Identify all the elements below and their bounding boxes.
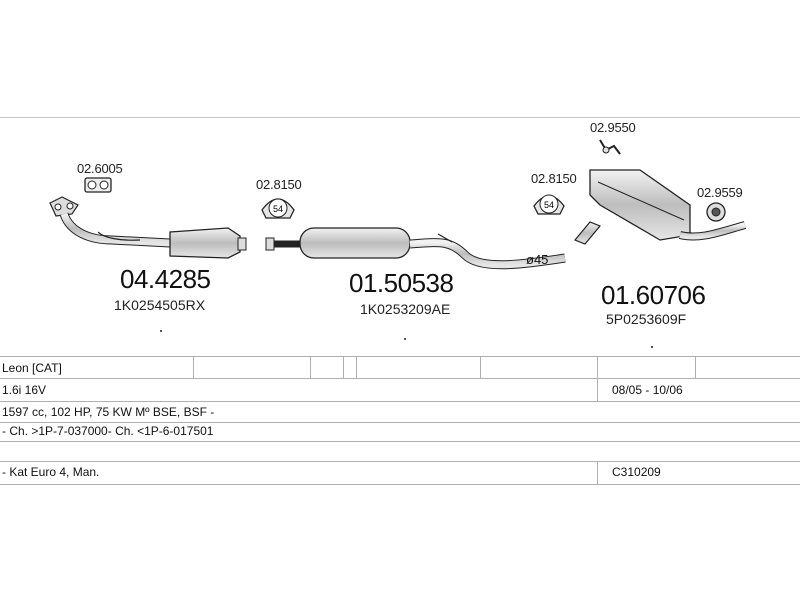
- table-line: [0, 401, 800, 402]
- table-line: [0, 356, 800, 357]
- vehicle-notes: - Kat Euro 4, Man.: [2, 465, 100, 479]
- code-rubber-mount: 02.9559: [697, 185, 743, 200]
- part-oem-rear: 5P0253609F: [606, 311, 687, 327]
- pipe-diameter-label: ø45: [526, 252, 548, 267]
- table-line: [0, 461, 800, 462]
- vehicle-spec: 1597 cc, 102 HP, 75 KW Mº BSE, BSF -: [2, 405, 215, 419]
- code-clamp-left: 02.8150: [256, 177, 302, 192]
- part-oem-middle: 1K0253209AE: [360, 301, 451, 317]
- marker-dot: [651, 346, 653, 348]
- part-oem-front: 1K0254505RX: [114, 297, 206, 313]
- table-line: [0, 422, 800, 423]
- svg-text:54: 54: [273, 204, 283, 214]
- table-line: [0, 441, 800, 442]
- table-col-line: [597, 461, 598, 484]
- clamp-02-8150-icon: 54: [261, 198, 295, 219]
- table-line: [0, 378, 800, 379]
- code-gasket: 02.6005: [77, 161, 123, 176]
- top-border: [0, 117, 800, 118]
- clamp-02-8150-right-icon: 54: [533, 194, 565, 215]
- gasket-02-6005-icon: [84, 177, 112, 193]
- vehicle-model: Leon [CAT]: [2, 361, 62, 375]
- marker-dot: [404, 338, 406, 340]
- front-pipe-catalyst-icon: [49, 196, 247, 259]
- part-number-rear: 01.60706: [601, 280, 706, 310]
- code-hanger-top: 02.9550: [590, 120, 636, 135]
- catalog-reference: C310209: [612, 465, 661, 479]
- rubber-mount-02-9559-icon: [706, 202, 726, 222]
- table-col-line: [193, 356, 194, 378]
- table-col-line: [597, 356, 598, 401]
- code-clamp-right: 02.8150: [531, 171, 577, 186]
- table-line: [0, 484, 800, 485]
- table-col-line: [480, 356, 481, 378]
- middle-silencer-icon: [265, 227, 566, 270]
- table-col-line: [310, 356, 311, 378]
- rear-silencer-icon: [574, 169, 747, 245]
- svg-text:54: 54: [544, 200, 554, 210]
- vehicle-chassis: - Ch. >1P-7-037000- Ch. <1P-6-017501: [2, 424, 214, 438]
- hanger-02-9550-icon: [599, 139, 621, 155]
- table-col-line: [356, 356, 357, 378]
- table-col-line: [343, 356, 344, 378]
- part-number-middle: 01.50538: [349, 268, 454, 298]
- vehicle-engine: 1.6i 16V: [2, 383, 47, 397]
- marker-dot: [160, 330, 162, 332]
- table-col-line: [695, 356, 696, 378]
- part-number-front: 04.4285: [120, 264, 211, 294]
- vehicle-years: 08/05 - 10/06: [612, 383, 683, 397]
